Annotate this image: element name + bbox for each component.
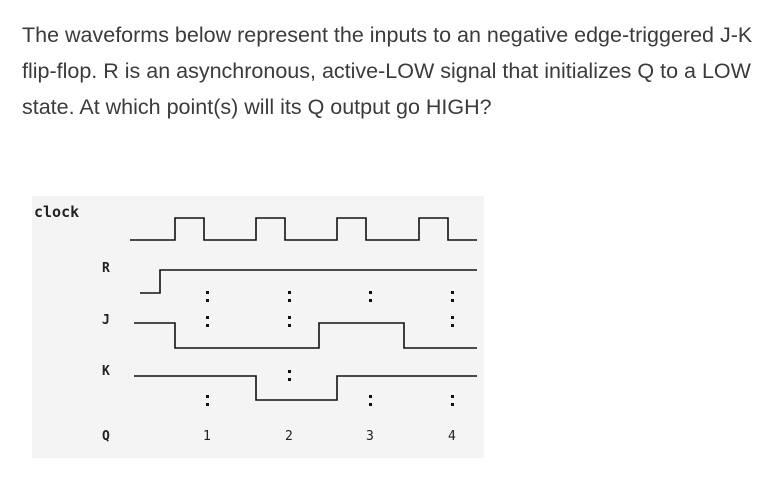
point-4-label: 4 [448,429,456,444]
r-label: R [102,261,110,276]
timing-diagram-svg: clock R J K Q [34,203,477,444]
q-label: Q [102,429,110,444]
k-waveform [134,375,477,401]
question-text: The waveforms below represent the inputs… [22,23,753,119]
point-4-markers [451,291,454,406]
clock-label: clock [34,203,79,221]
r-waveform [140,269,477,294]
point-1-label: 1 [203,429,211,444]
clock-waveform [130,217,477,241]
point-1-markers [206,291,209,406]
timing-diagram: clock R J K Q [32,196,484,458]
k-label: K [102,364,110,379]
j-waveform [134,322,477,349]
point-2-markers [288,291,291,381]
point-2-label: 2 [285,429,293,444]
j-label: J [102,313,110,328]
point-3-markers [369,291,372,406]
point-3-label: 3 [366,429,374,444]
